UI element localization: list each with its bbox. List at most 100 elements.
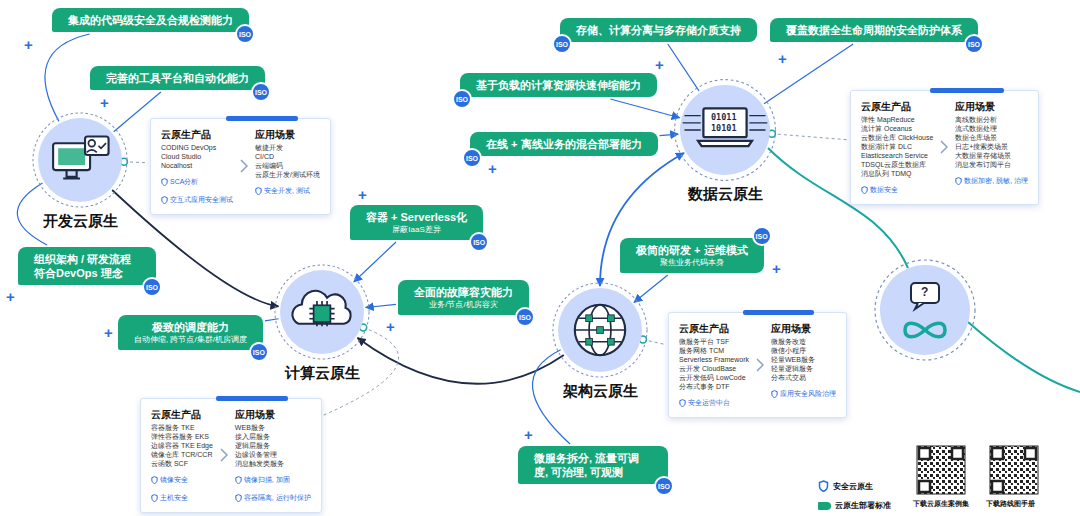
security-row: 数据安全 [861,180,933,198]
category-circle: 开发云原生 [38,118,122,202]
product-item: 离线数据分析 [955,115,1028,124]
panel-column: 云原生产品CODING DevOpsCloud StudioNocalhostS… [161,128,233,208]
iso-text: ISO [239,31,251,38]
product-item: 日志+搜索类场景 [955,142,1028,151]
plus-sign: + [778,52,787,66]
iso-text: ISO [255,89,267,96]
security-row: 容器隔离, 运行时保护 [235,488,311,506]
plus-sign: + [524,428,533,442]
callout-title: 极致的调度能力 [134,320,247,334]
column-heading: 云原生产品 [861,100,933,113]
product-item: 微信小程序 [771,346,836,355]
connector [772,134,848,140]
product-item: 流计算 Oceanus [861,124,933,133]
panel-column: 云原生产品弹性 MapReduce流计算 Oceanus云数据仓库 ClickH… [861,100,933,198]
circle-title: 计算云原生 [285,364,360,382]
plus-sign: + [100,96,109,110]
callout-subtitle: 屏蔽IaaS差异 [366,224,467,235]
product-item: 边缘容器 TKE Edge [151,441,213,450]
chevron [756,358,764,376]
product-item: 镜像仓库 TCR/CCR [151,450,213,459]
column-heading: 应用场景 [235,408,311,421]
shield-icon [255,181,262,199]
callout-box: 全面的故障容灾能力业务/节点/机房容灾 [398,280,529,315]
product-panel: 云原生产品微服务平台 TSF服务网格 TCMServerless Framewo… [668,312,847,418]
shield-icon [955,171,962,189]
callout-title: 集成的代码级安全及合规检测能力 [68,13,233,27]
qr-caption: 下载路线图手册 [986,499,1035,508]
qr-code [990,446,1038,494]
callout-title: 覆盖数据全生命周期的安全防护体系 [786,23,962,37]
product-item: 数据湖计算 DLC [861,142,933,151]
product-item: 边缘设备管理 [235,450,311,459]
legend-swatch [818,502,831,510]
panel-tab [930,88,1005,93]
iso-text: ISO [466,155,478,162]
product-item: WEB服务 [235,423,311,432]
product-item: 轻量WEB服务 [771,355,836,364]
product-item: 敏捷开发 [255,143,320,152]
column-heading: 云原生产品 [679,322,749,335]
callout-title: 极简的研发 + 运维模式 [636,243,748,257]
product-item: 微服务平台 TSF [679,337,749,346]
circle-icon [280,270,364,354]
product-item: 容器服务 TKE [151,423,213,432]
infinity-symbol [905,323,945,337]
callout-box: 存储、计算分离与多存储介质支持 [560,18,757,42]
icon-text: 10101 [711,123,737,133]
plus-sign: + [6,290,15,304]
iso-text: ISO [756,233,768,240]
product-item: CI/CD [255,152,320,161]
callout-box: 极简的研发 + 运维模式聚焦业务代码本身 [620,238,764,273]
security-item: 安全开发, 测试 [264,186,310,195]
product-item: 云开发 CloudBase [679,364,749,373]
iso-badge: ISO [251,82,271,102]
iso-text: ISO [456,96,468,103]
plus-sign: + [358,188,367,202]
circle-title: 开发云原生 [43,212,118,230]
panel-tab [743,310,814,315]
product-item: 大数据量存储场景 [955,151,1028,160]
product-panel: 云原生产品弹性 MapReduce流计算 Oceanus云数据仓库 ClickH… [850,90,1039,205]
callout-title: 容器 + Serverless化 [366,210,467,224]
product-item: 分布式事务 DTF [679,382,749,391]
legend-text: 云原生部署标准 [835,501,891,511]
callout-subtitle: 聚焦业务代码本身 [636,257,748,268]
iso-text: ISO [968,41,980,48]
security-item: 容器隔离, 运行时保护 [244,493,311,502]
column-heading: 应用场景 [255,128,320,141]
legend: 安全云原生云原生部署标准 [818,478,891,511]
product-item: 服务网格 TCM [679,346,749,355]
callout-title: 存储、计算分离与多存储介质支持 [576,23,741,37]
product-item: Nocalhost [161,161,233,170]
security-item: SCA分析 [170,177,198,186]
connector [366,304,396,307]
iso-text: ISO [473,239,485,246]
plus-sign: + [104,326,113,340]
callout-box: 极致的调度能力自动伸缩, 跨节点/集群/机房调度 [118,315,263,350]
callout-box: 覆盖数据全生命周期的安全防护体系 [770,18,978,42]
callout-title: 基于负载的计算资源快速伸缩能力 [476,78,641,92]
shield-icon [161,190,168,208]
shield-icon [235,470,242,488]
product-item: 接入层服务 [235,432,311,441]
security-row: 应用安全风险治理 [771,384,836,402]
shield-icon [151,470,158,488]
security-row: SCA分析 [161,172,233,190]
callout-box: 完善的工具平台和自动化能力 [90,66,265,90]
speech-tail [915,303,924,309]
panel-column: 云原生产品容器服务 TKE弹性容器服务 EKS边缘容器 TKE Edge镜像仓库… [151,408,213,506]
product-item: 轻量逻辑服务 [771,364,836,373]
connector [354,242,396,282]
legend-row: 云原生部署标准 [818,501,891,511]
security-row: 镜像安全 [151,470,213,488]
product-item: 弹性 MapReduce [861,115,933,124]
panel-column: 应用场景微服务改造微信小程序轻量WEB服务轻量逻辑服务分布式交易应用安全风险治理 [771,322,836,411]
callout-box: 容器 + Serverless化屏蔽IaaS差异 [350,205,483,240]
security-row: 交互式应用安全测试 [161,190,233,208]
connector [668,44,699,91]
iso-badge: ISO [469,232,489,252]
iso-badge: ISO [654,476,674,496]
callout-box: 在线 + 离线业务的混合部署能力 [470,132,658,156]
product-item: 云开发低码 LowCode [679,373,749,382]
